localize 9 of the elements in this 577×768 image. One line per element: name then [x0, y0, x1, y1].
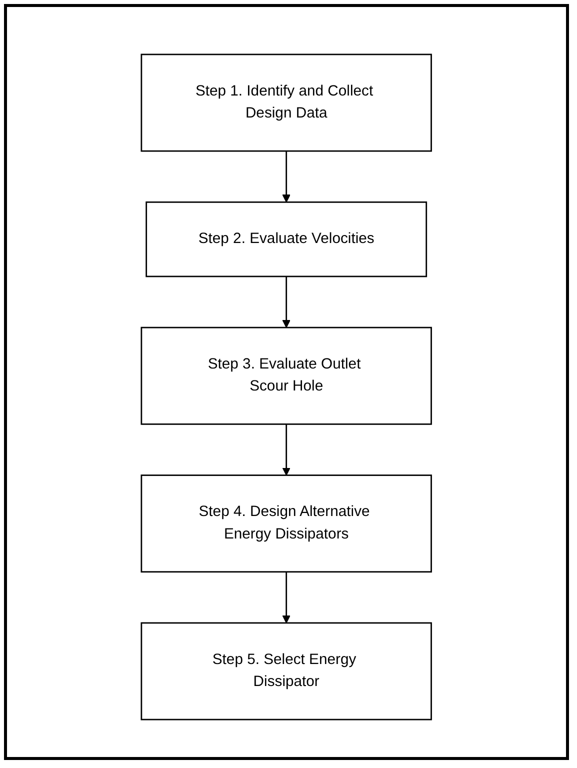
node-box: Step 2. Evaluate Velocities [146, 201, 428, 278]
node-box: Step 4. Design Alternative Energy Dissipators [140, 474, 432, 573]
node-box: Step 5. Select Energy Dissipator [140, 622, 432, 720]
node-box: Step 1. Identify and Collect Design Data [140, 54, 432, 152]
arrow [282, 276, 291, 328]
arrow [282, 151, 291, 203]
arrow [282, 424, 291, 476]
arrow [282, 572, 291, 624]
node-box: Step 3. Evaluate Outlet Scour Hole [140, 326, 432, 425]
